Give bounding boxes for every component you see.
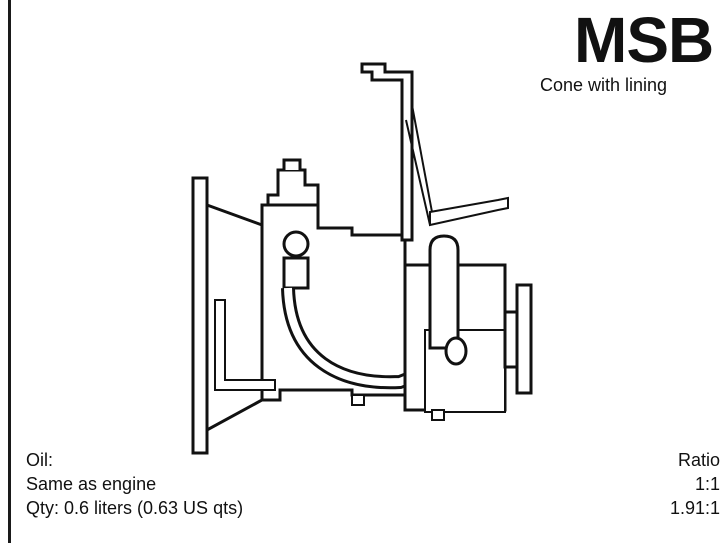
- ratio-value: 1:1: [694, 474, 720, 494]
- top-housing: [266, 168, 320, 207]
- hose-fitting: [444, 336, 468, 366]
- lever-stay-2: [405, 119, 431, 226]
- cable-bracket: [429, 196, 509, 227]
- oil-info: Oil: Same as engine Qty: 0.6 liters (0.6…: [26, 448, 243, 520]
- oil-label: Oil:: [26, 450, 53, 470]
- model-title: MSB: [574, 4, 714, 76]
- oil-quantity: Qty: 0.6 liters (0.63 US qts): [26, 498, 244, 518]
- output-shaft: [503, 310, 519, 369]
- dipstick-housing: [282, 256, 310, 290]
- ratio-value: 1.91:1: [669, 498, 720, 518]
- ratio-label: Ratio: [677, 450, 720, 470]
- oil-type: Same as engine: [26, 474, 157, 494]
- oil-hose-inner: [284, 287, 457, 387]
- model-subtitle: Cone with lining: [540, 75, 668, 95]
- dipstick-cap: [282, 230, 310, 258]
- mounting-flange-plate: [191, 176, 209, 455]
- output-flange: [515, 283, 533, 395]
- mount-foot-2: [431, 409, 445, 421]
- oil-tank: [428, 234, 460, 350]
- left-border-rule: [8, 0, 11, 543]
- ratio-block: Ratio 1:1 1.91:1: [620, 448, 720, 520]
- top-cap: [282, 158, 302, 170]
- oil-lever-rod: [360, 62, 414, 242]
- lever-stay: [411, 104, 433, 213]
- lower-bracket: [214, 299, 276, 391]
- mount-foot-1: [351, 394, 365, 406]
